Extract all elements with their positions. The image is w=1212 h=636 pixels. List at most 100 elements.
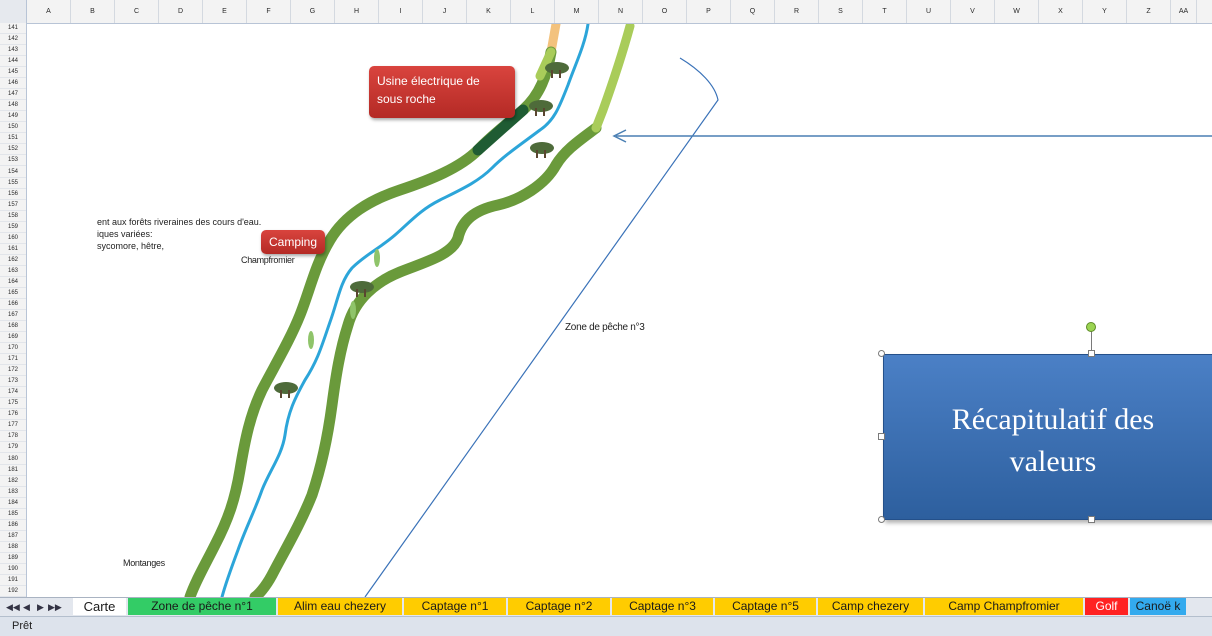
column-header-h[interactable]: H xyxy=(335,0,379,23)
row-header[interactable]: 170 xyxy=(0,343,26,355)
sheet-tab[interactable]: Canoë k xyxy=(1130,598,1186,615)
column-header-t[interactable]: T xyxy=(863,0,907,23)
row-header[interactable]: 160 xyxy=(0,233,26,244)
row-header[interactable]: 173 xyxy=(0,376,26,388)
sheet-tab[interactable]: Camp Champfromier xyxy=(925,598,1083,615)
row-header[interactable]: 171 xyxy=(0,354,26,366)
column-header-w[interactable]: W xyxy=(995,0,1039,23)
resize-handle-top[interactable] xyxy=(1088,350,1095,357)
column-header-s[interactable]: S xyxy=(819,0,863,23)
row-header[interactable]: 184 xyxy=(0,498,26,509)
row-header[interactable]: 159 xyxy=(0,222,26,233)
row-header[interactable]: 152 xyxy=(0,144,26,156)
sheet-tab[interactable]: Captage n°1 xyxy=(404,598,506,615)
row-header[interactable]: 157 xyxy=(0,200,26,211)
row-header[interactable]: 188 xyxy=(0,542,26,553)
row-header[interactable]: 144 xyxy=(0,56,26,68)
camping-callout[interactable]: Camping xyxy=(261,230,325,254)
resize-handle-bottom-left[interactable] xyxy=(878,516,885,523)
select-all-corner[interactable] xyxy=(0,0,27,23)
usine-callout[interactable]: Usine électrique de sous roche xyxy=(369,66,515,118)
row-header[interactable]: 149 xyxy=(0,111,26,123)
row-header[interactable]: 147 xyxy=(0,89,26,101)
row-header[interactable]: 154 xyxy=(0,167,26,178)
row-header[interactable]: 178 xyxy=(0,431,26,443)
row-header[interactable]: 175 xyxy=(0,398,26,410)
column-header-d[interactable]: D xyxy=(159,0,203,23)
column-header-u[interactable]: U xyxy=(907,0,951,23)
column-header-m[interactable]: M xyxy=(555,0,599,23)
sheet-tab[interactable]: Captage n°3 xyxy=(612,598,713,615)
row-header[interactable]: 145 xyxy=(0,67,26,79)
column-header-n[interactable]: N xyxy=(599,0,643,23)
row-header[interactable]: 187 xyxy=(0,531,26,542)
column-header-y[interactable]: Y xyxy=(1083,0,1127,23)
sheet-canvas[interactable]: Usine électrique de sous roche Camping C… xyxy=(27,24,1212,597)
row-header[interactable]: 146 xyxy=(0,78,26,90)
resize-handle-bottom[interactable] xyxy=(1088,516,1095,523)
row-header[interactable]: 151 xyxy=(0,133,26,145)
row-header[interactable]: 192 xyxy=(0,586,26,597)
sheet-tab[interactable]: Golf xyxy=(1085,598,1128,615)
row-header[interactable]: 148 xyxy=(0,100,26,112)
row-header[interactable]: 172 xyxy=(0,365,26,377)
sheet-tab[interactable]: Carte xyxy=(73,598,126,615)
column-header-z[interactable]: Z xyxy=(1127,0,1171,23)
row-header[interactable]: 142 xyxy=(0,34,26,46)
tab-nav-first-button[interactable]: ◀◀ xyxy=(6,602,20,612)
column-header-aa[interactable]: AA xyxy=(1171,0,1197,23)
row-header[interactable]: 161 xyxy=(0,244,26,255)
column-header-o[interactable]: O xyxy=(643,0,687,23)
row-header[interactable]: 162 xyxy=(0,255,26,266)
row-header[interactable]: 155 xyxy=(0,178,26,189)
row-header[interactable]: 166 xyxy=(0,299,26,310)
resize-handle-left[interactable] xyxy=(878,433,885,440)
tab-nav-last-button[interactable]: ▶▶ xyxy=(48,602,62,612)
row-header[interactable]: 150 xyxy=(0,122,26,134)
column-header-c[interactable]: C xyxy=(115,0,159,23)
column-header-r[interactable]: R xyxy=(775,0,819,23)
row-header[interactable]: 190 xyxy=(0,564,26,575)
row-header[interactable]: 177 xyxy=(0,420,26,432)
row-header[interactable]: 191 xyxy=(0,575,26,586)
column-header-j[interactable]: J xyxy=(423,0,467,23)
sheet-tab[interactable]: Alim eau chezery xyxy=(278,598,402,615)
sheet-tab[interactable]: Captage n°2 xyxy=(508,598,610,615)
row-header[interactable]: 174 xyxy=(0,387,26,399)
column-header-e[interactable]: E xyxy=(203,0,247,23)
rotation-handle[interactable] xyxy=(1086,322,1096,332)
row-header[interactable]: 176 xyxy=(0,409,26,421)
row-header[interactable]: 181 xyxy=(0,465,26,476)
row-header[interactable]: 163 xyxy=(0,266,26,277)
row-header[interactable]: 185 xyxy=(0,509,26,520)
column-header-i[interactable]: I xyxy=(379,0,423,23)
row-header[interactable]: 186 xyxy=(0,520,26,531)
row-header[interactable]: 183 xyxy=(0,487,26,498)
column-header-q[interactable]: Q xyxy=(731,0,775,23)
row-header[interactable]: 169 xyxy=(0,332,26,344)
row-header[interactable]: 168 xyxy=(0,321,26,333)
row-header[interactable]: 182 xyxy=(0,476,26,487)
recap-shape[interactable]: Récapitulatif des valeurs xyxy=(883,354,1212,520)
row-header[interactable]: 165 xyxy=(0,288,26,299)
row-header[interactable]: 143 xyxy=(0,45,26,57)
column-header-l[interactable]: L xyxy=(511,0,555,23)
row-header[interactable]: 167 xyxy=(0,310,26,322)
tab-nav-next-button[interactable]: ▶ xyxy=(37,602,44,612)
row-header[interactable]: 141 xyxy=(0,23,26,35)
resize-handle-top-left[interactable] xyxy=(878,350,885,357)
column-header-p[interactable]: P xyxy=(687,0,731,23)
column-header-b[interactable]: B xyxy=(71,0,115,23)
column-header-k[interactable]: K xyxy=(467,0,511,23)
row-header[interactable]: 164 xyxy=(0,277,26,288)
row-header[interactable]: 189 xyxy=(0,553,26,564)
row-header[interactable]: 156 xyxy=(0,189,26,200)
sheet-tab[interactable]: Camp chezery xyxy=(818,598,923,615)
column-header-x[interactable]: X xyxy=(1039,0,1083,23)
column-header-g[interactable]: G xyxy=(291,0,335,23)
row-header[interactable]: 179 xyxy=(0,442,26,454)
column-header-f[interactable]: F xyxy=(247,0,291,23)
row-header[interactable]: 158 xyxy=(0,211,26,222)
column-header-a[interactable]: A xyxy=(27,0,71,23)
sheet-tab[interactable]: Captage n°5 xyxy=(715,598,816,615)
